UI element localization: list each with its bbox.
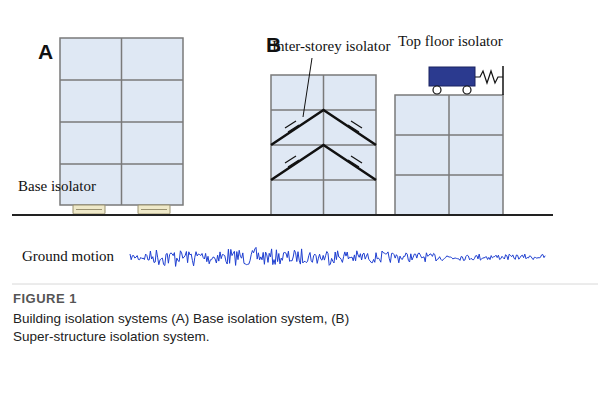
figure-caption: Building isolation systems (A) Base isol… bbox=[13, 310, 385, 346]
brace-isolator-marks bbox=[285, 121, 362, 167]
part-name: Top floor isolator bbox=[398, 33, 503, 50]
chevron-braces bbox=[271, 110, 376, 180]
part-name: Inter-storey isolator bbox=[272, 38, 390, 55]
figure-number: FIGURE 1 bbox=[13, 292, 77, 306]
leader-line bbox=[303, 58, 312, 117]
top-floor-isolator bbox=[429, 66, 503, 95]
panel-letter: A bbox=[38, 40, 53, 63]
ground-motion-waveform bbox=[130, 247, 545, 266]
building-b1 bbox=[271, 75, 376, 215]
ground-line bbox=[12, 214, 553, 216]
building-b2 bbox=[395, 95, 503, 215]
caption-rule bbox=[12, 284, 598, 285]
part-name: Ground motion bbox=[22, 248, 114, 265]
base-isolator-pads bbox=[73, 205, 170, 214]
part-name: Base isolator bbox=[18, 178, 96, 195]
